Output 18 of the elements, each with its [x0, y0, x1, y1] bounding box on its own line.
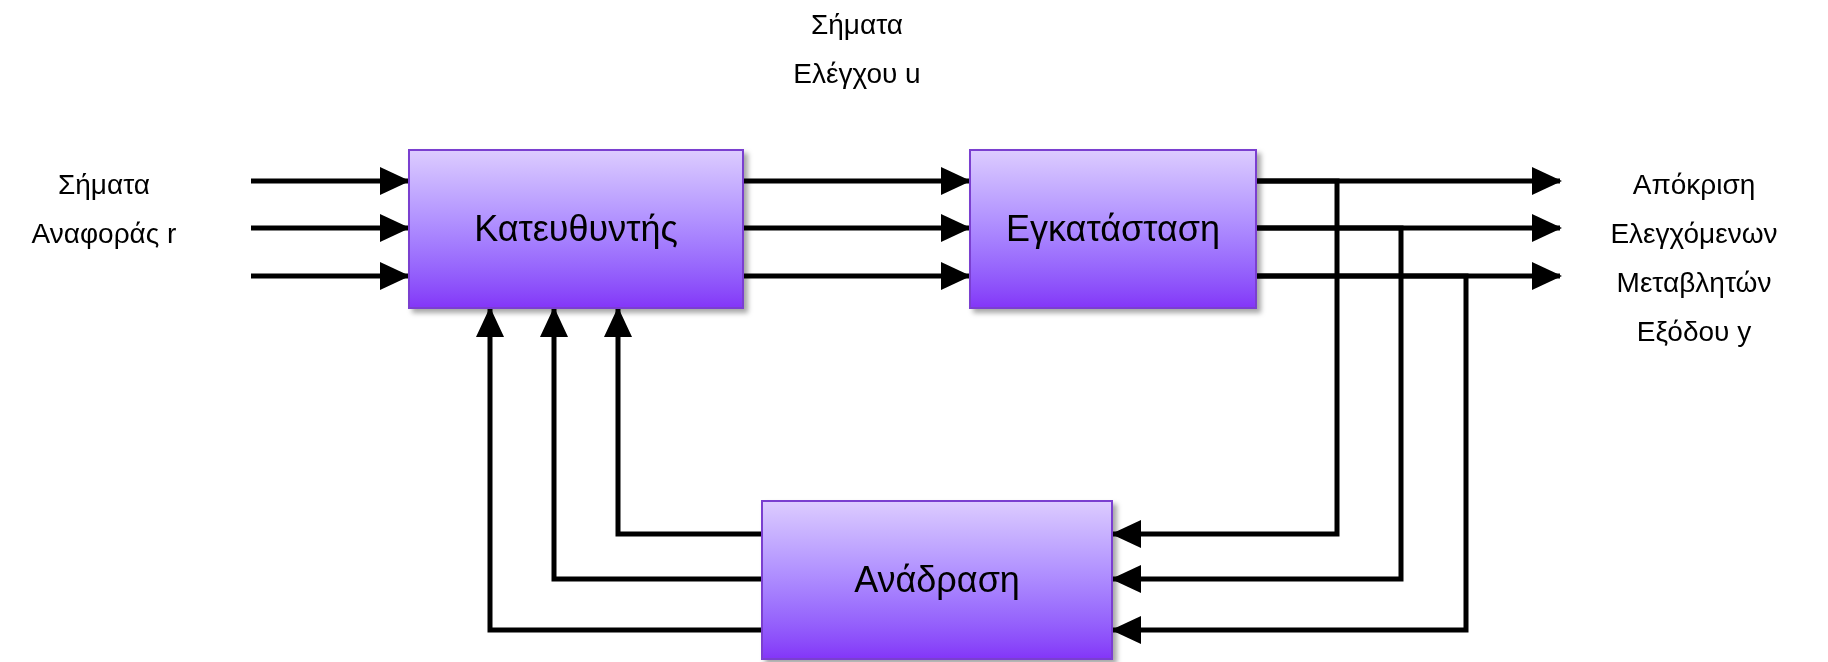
process-box — [761, 500, 1113, 660]
arrow — [744, 214, 971, 242]
signal-label: Απόκριση Ελεγχόμενων Μεταβλητών Εξόδου y — [1609, 168, 1779, 349]
signal-label: Σήματα Αναφοράς r — [30, 168, 178, 251]
arrow — [744, 262, 971, 290]
arrow — [251, 262, 410, 290]
signal-label: Σήματα Ελέγχου u — [792, 8, 922, 91]
process-box — [408, 149, 744, 309]
arrow — [476, 307, 761, 633]
arrow — [744, 167, 971, 195]
block-label: Ανάδραση — [854, 558, 1020, 602]
process-box — [969, 149, 1257, 309]
block-label: Κατευθυντής — [474, 207, 678, 251]
arrow — [251, 214, 410, 242]
arrow — [540, 307, 761, 582]
arrow — [604, 307, 761, 537]
arrow — [251, 167, 410, 195]
block-label: Εγκατάσταση — [1006, 207, 1220, 251]
